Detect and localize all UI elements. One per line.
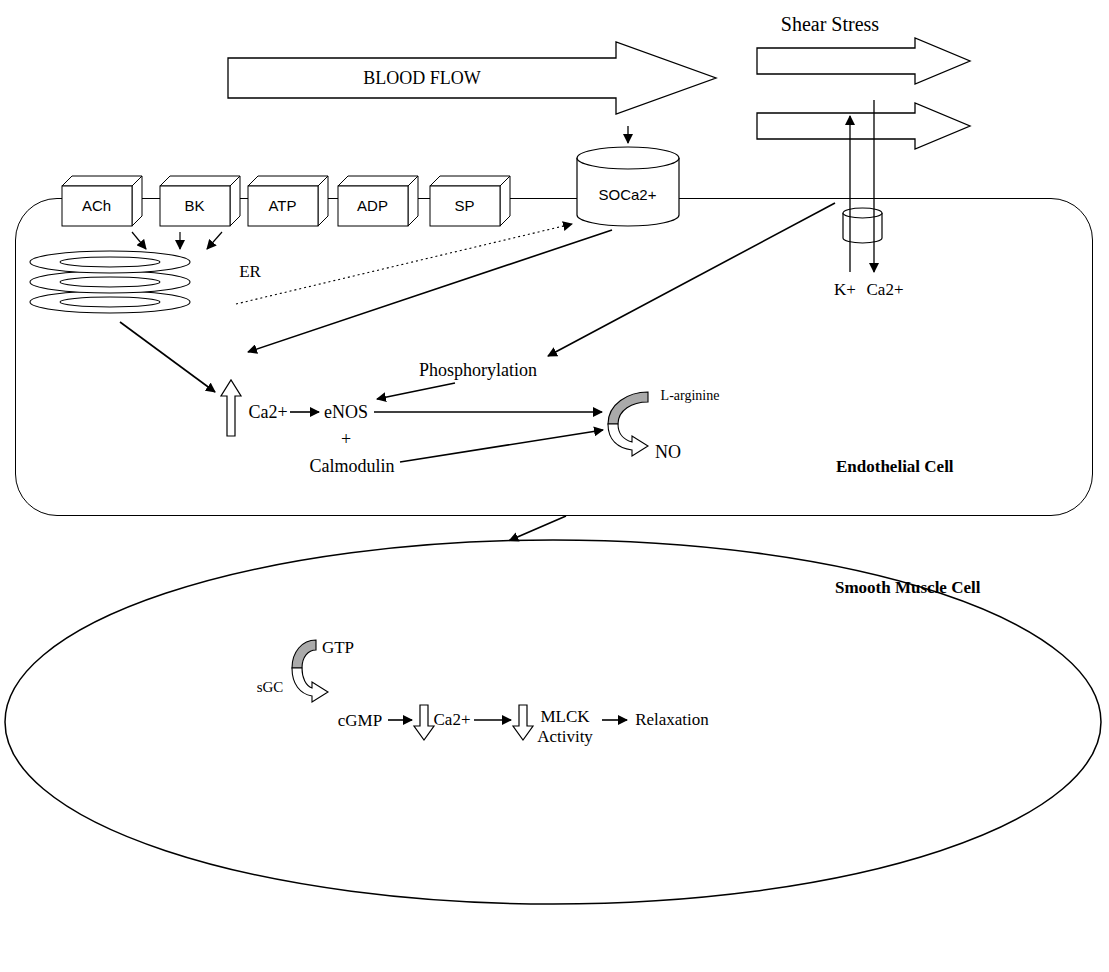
mlck-arrow (602, 719, 627, 721)
shear-arrow (757, 38, 970, 84)
substrate-label: L-arginine (661, 388, 720, 404)
calcium-rise-arrow (221, 380, 241, 436)
node-text: SOCa2+ (599, 186, 657, 203)
cofactor-label: Calmodulin (310, 456, 395, 477)
enzyme-label: MLCK Activity (529, 707, 601, 746)
stimulus-label: Shear Stress (781, 13, 879, 36)
node-text: Smooth Muscle Cell (835, 578, 980, 598)
calmodulin-to-no-arrow (400, 430, 603, 462)
potassium-efflux-arrow (849, 116, 850, 272)
ion-channel (843, 208, 882, 243)
soc-channel: SOCa2+ (575, 145, 681, 229)
node-text: BK (184, 197, 204, 214)
shear-arrow (757, 103, 970, 149)
receptor-box: ATP (248, 176, 328, 226)
enzyme-label: sGC (257, 679, 284, 696)
cgmp-arrow (388, 719, 412, 721)
ion-label: Ca2+ (248, 402, 287, 423)
calcium-arrow (474, 719, 511, 721)
substrate-label: GTP (322, 638, 354, 658)
mlck-fall-arrow (513, 705, 533, 740)
diffusion-arrow (509, 516, 566, 541)
er-to-calcium-arrow (120, 322, 215, 392)
smooth-muscle-cell: Smooth Muscle Cell (3, 538, 1103, 906)
er-stack (30, 251, 190, 313)
channel-to-phosphorylation-arrow (548, 203, 835, 356)
node-text: Endothelial Cell (836, 457, 954, 477)
endothelial-cell: Endothelial CellAChBKATPADPSPSOCa2+ (15, 198, 1093, 516)
product-label: cGMP (338, 711, 382, 731)
node-text: SP (454, 197, 474, 214)
node-text: ACh (82, 197, 111, 214)
receptor-box: ACh (62, 176, 142, 226)
node-text: ADP (357, 197, 388, 214)
outcome-label: Relaxation (635, 710, 709, 730)
node-text: ATP (268, 197, 296, 214)
phosphorylation-to-enos-arrow (377, 383, 455, 399)
enos-to-no-arrow (374, 411, 602, 413)
organelle-label: ER (239, 262, 261, 282)
ion-label: Ca2+ (867, 280, 904, 300)
receptor-box: ADP (338, 176, 418, 226)
er-to-soc-dotted (236, 224, 572, 304)
calcium-fall-arrow (414, 705, 434, 740)
operator-label: + (341, 429, 351, 450)
ion-label: K+ (834, 280, 856, 300)
blood-flow-arrow: BLOOD FLOW (228, 40, 716, 116)
store-signal-arrow (627, 126, 628, 143)
soc-to-calcium-arrow (248, 230, 612, 352)
receptor-to-er-arrow (132, 232, 222, 249)
gtp-conversion-arrow (292, 640, 328, 702)
receptor-box: BK (160, 176, 240, 226)
node-text: BLOOD FLOW (363, 68, 481, 89)
process-label: Phosphorylation (419, 360, 537, 381)
receptor-box: SP (430, 176, 510, 226)
enzyme-label: eNOS (324, 402, 368, 423)
calcium-to-enos-arrow (290, 411, 319, 413)
ion-label: Ca2+ (434, 710, 471, 730)
product-label: NO (655, 442, 681, 463)
arginine-conversion-arrow (608, 392, 648, 456)
calcium-influx-arrow (873, 100, 874, 272)
